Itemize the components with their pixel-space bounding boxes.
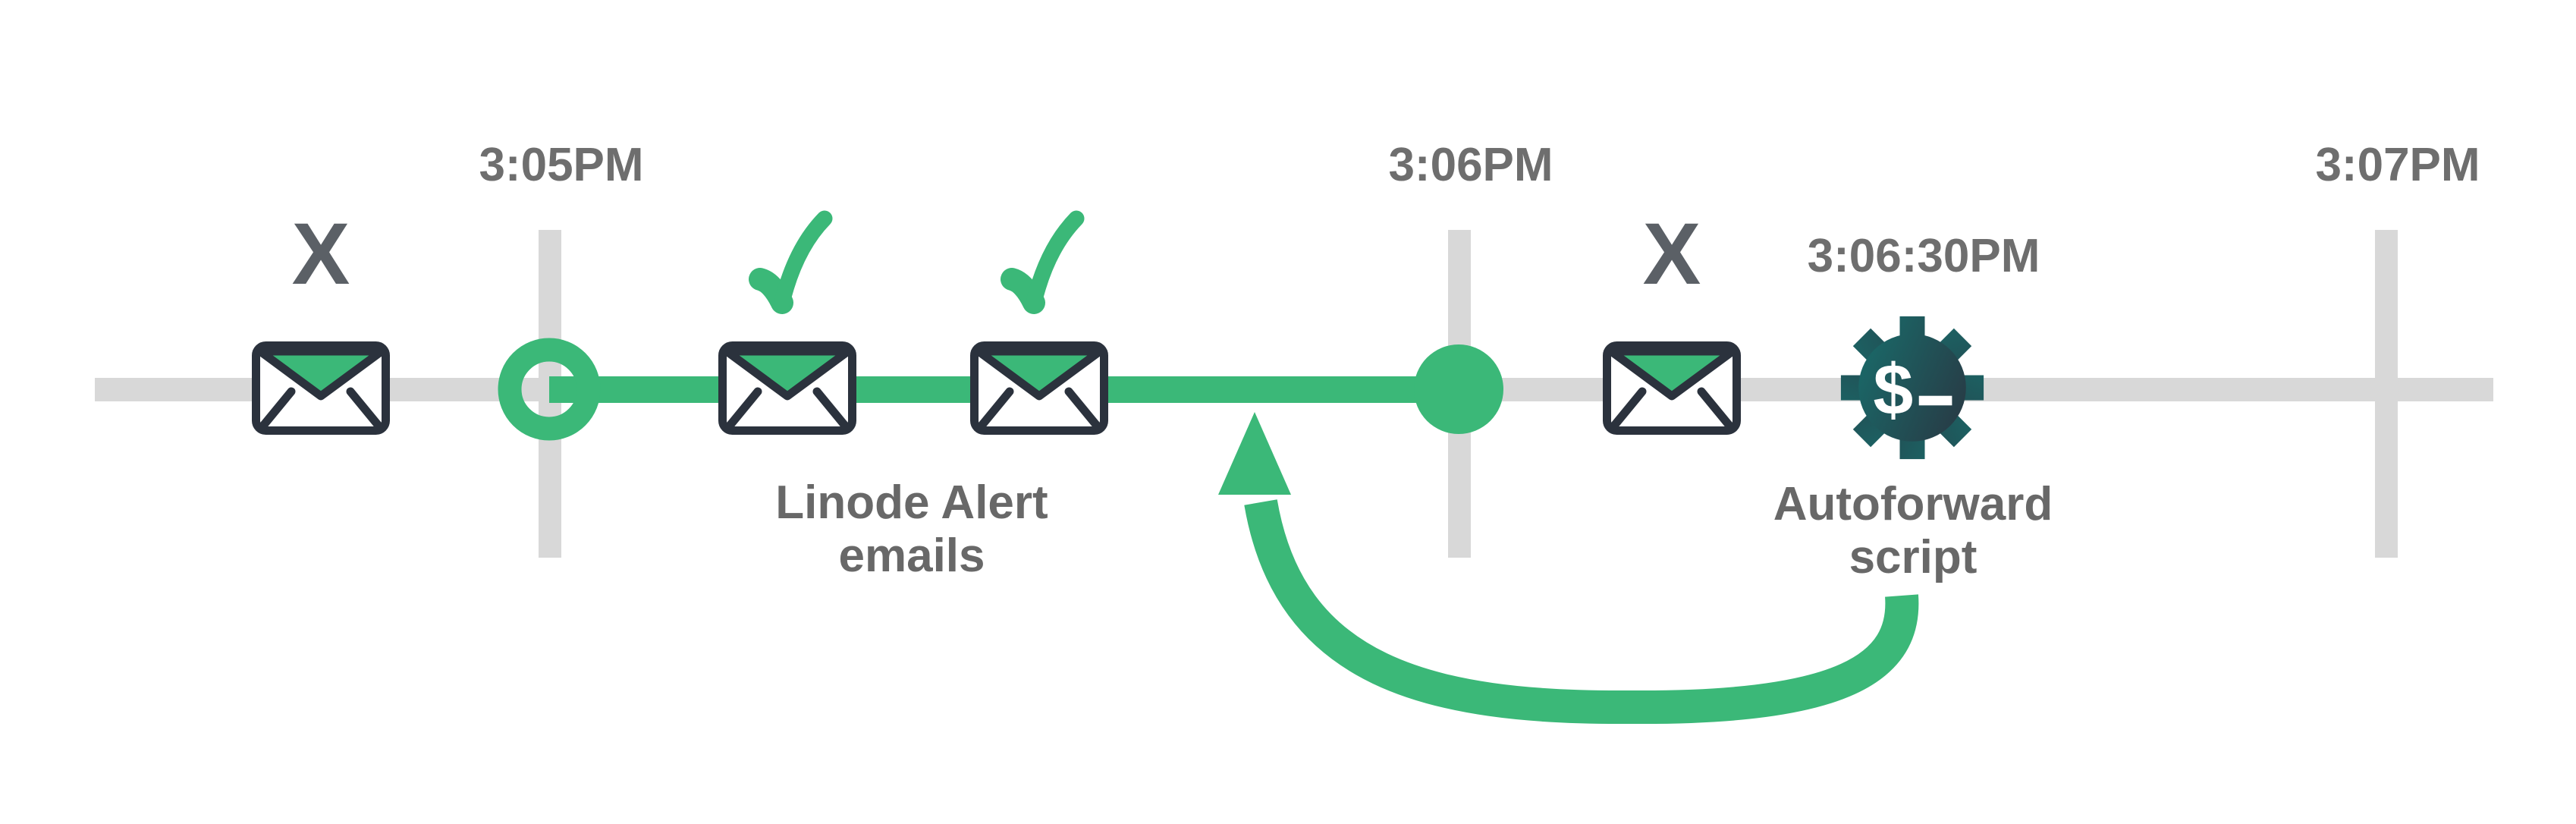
tick-mark-307pm bbox=[2375, 230, 2398, 558]
blocked-x-mark: X bbox=[291, 206, 350, 303]
alert-emails-label-line1: Linode Alert bbox=[775, 476, 1048, 529]
autoforward-label-line1: Autoforward bbox=[1773, 478, 2053, 530]
blocked-x-mark: X bbox=[1642, 206, 1701, 303]
timestamp-30630pm: 3:06:30PM bbox=[1807, 230, 2040, 282]
loop-arrow-shaft bbox=[1244, 499, 1919, 725]
autoforward-label: Autoforward script bbox=[1773, 478, 2053, 584]
timestamp-305pm: 3:05PM bbox=[479, 139, 644, 191]
dollar-symbol: $ bbox=[1873, 350, 1913, 430]
alert-emails-label-line2: emails bbox=[838, 530, 985, 582]
dollar-gear-icon: $ bbox=[1839, 314, 1986, 461]
prompt-dash bbox=[1918, 395, 1952, 406]
timestamp-306pm: 3:06PM bbox=[1388, 139, 1553, 191]
checkmark-icon bbox=[1000, 209, 1085, 319]
checkmark-icon bbox=[748, 209, 833, 319]
autoforward-label-line2: script bbox=[1849, 531, 1978, 583]
end-marker-dot bbox=[1414, 344, 1503, 434]
start-marker-ring bbox=[498, 338, 601, 441]
envelope-icon bbox=[1603, 341, 1741, 435]
envelope-icon bbox=[718, 341, 856, 435]
loop-arrow-head bbox=[1218, 412, 1291, 495]
timestamp-307pm: 3:07PM bbox=[2315, 139, 2480, 191]
envelope-icon bbox=[970, 341, 1108, 435]
envelope-icon bbox=[252, 341, 390, 435]
alert-emails-label: Linode Alert emails bbox=[775, 476, 1048, 583]
